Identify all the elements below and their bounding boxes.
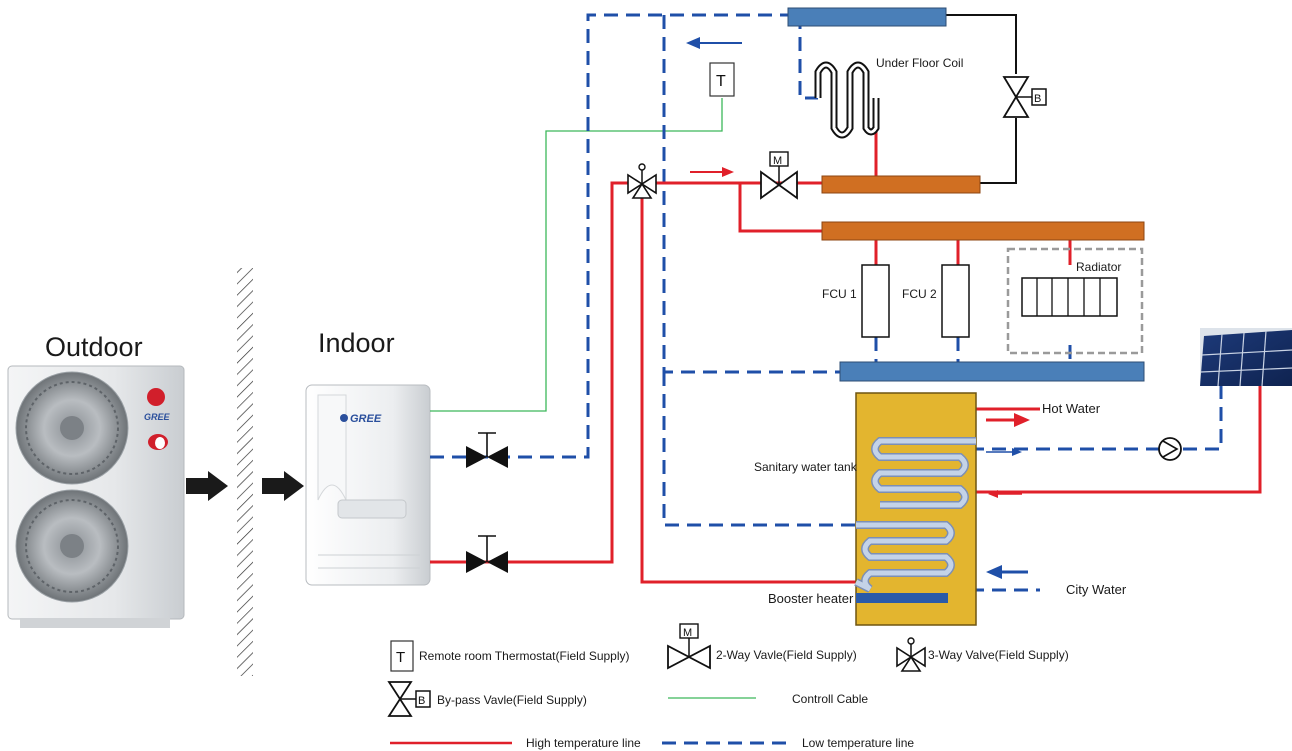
fcu-2-unit — [941, 264, 970, 338]
svg-text:GREE: GREE — [144, 412, 171, 422]
bypass-valve-icon: B — [1002, 76, 1047, 118]
legend-thermostat-icon: T — [390, 640, 414, 672]
legend-three-way-valve-label: 3-Way Valve(Field Supply) — [928, 648, 1069, 662]
city-water-label: City Water — [1066, 582, 1127, 597]
distribution-manifold — [821, 221, 1145, 241]
flow-arrow-icon — [186, 471, 228, 501]
outdoor-label: Outdoor — [45, 332, 143, 362]
legend: T Remote room Thermostat(Field Supply) M… — [387, 623, 1069, 750]
under-floor-coil — [814, 61, 880, 139]
legend-bypass-valve-icon: B — [387, 681, 431, 717]
flow-arrow-icon — [262, 471, 304, 501]
booster-heater-label: Booster heater — [768, 591, 854, 606]
legend-thermostat-label: Remote room Thermostat(Field Supply) — [419, 649, 630, 663]
svg-text:GREE: GREE — [350, 413, 382, 425]
legend-bypass-valve-label: By-pass Vavle(Field Supply) — [437, 693, 587, 707]
two-way-valve-icon: M — [760, 151, 798, 200]
supply-manifold — [821, 175, 981, 194]
return-manifold — [839, 361, 1145, 382]
outdoor-unit: GREE — [7, 365, 185, 628]
hatched-wall — [237, 268, 253, 676]
radiator-icon — [1021, 277, 1118, 317]
indoor-gree-logo: GREE — [340, 413, 382, 425]
svg-text:T: T — [396, 649, 405, 666]
legend-two-way-valve-icon: M — [667, 623, 711, 670]
legend-control-cable-label: Controll Cable — [792, 692, 868, 706]
legend-low-temp-label: Low temperature line — [802, 736, 914, 750]
top-manifold — [787, 7, 947, 27]
radiator-box — [1006, 247, 1144, 355]
svg-text:M: M — [773, 155, 782, 167]
booster-heater-element — [856, 593, 948, 603]
control-cable-line — [430, 98, 723, 412]
svg-text:M: M — [683, 627, 692, 639]
high-temp-pipes — [430, 98, 1262, 584]
fcu-2-label: FCU 2 — [902, 287, 937, 301]
sanitary-water-tank — [854, 392, 977, 626]
fcu-1-unit — [861, 264, 890, 338]
fcu-1-label: FCU 1 — [822, 287, 857, 301]
thermostat-icon: T — [709, 62, 735, 97]
svg-text:T: T — [716, 73, 726, 90]
flow-direction-arrows — [686, 37, 1030, 579]
circulation-pump-icon — [1158, 437, 1182, 461]
sanitary-tank-label: Sanitary water tank — [754, 460, 858, 474]
legend-high-temp-label: High temperature line — [526, 736, 641, 750]
stop-valve-icon — [466, 432, 508, 468]
legend-three-way-valve-icon — [896, 637, 926, 672]
low-temp-pipes — [430, 13, 1223, 592]
stop-valve-icon — [466, 535, 508, 573]
three-way-valve-icon — [627, 163, 657, 199]
legend-two-way-valve-label: 2-Way Vavle(Field Supply) — [716, 648, 857, 662]
indoor-label: Indoor — [318, 328, 395, 358]
hot-water-label: Hot Water — [1042, 401, 1101, 416]
under-floor-coil-label: Under Floor Coil — [876, 56, 963, 70]
outdoor-gree-logo: GREE — [144, 388, 171, 450]
solar-panel-icon — [1200, 328, 1292, 387]
indoor-unit: GREE — [305, 384, 431, 586]
svg-text:B: B — [1034, 93, 1041, 105]
svg-text:B: B — [418, 695, 425, 707]
radiator-label: Radiator — [1076, 260, 1121, 274]
